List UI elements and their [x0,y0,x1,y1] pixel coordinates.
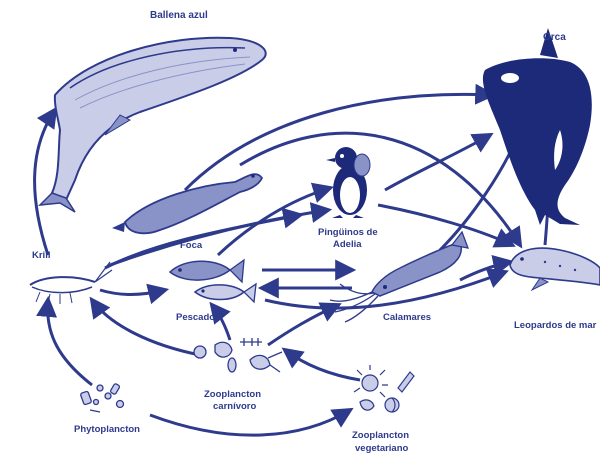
arrow-zooveg-to-zoocarn [285,350,360,380]
leopard-seal-icon [510,248,600,290]
phytoplankton-icon [80,383,123,412]
label-zooveg-line1: Zooplancton [352,430,409,441]
arrows-group [35,94,549,435]
label-zoocarn-line2: carnívoro [213,401,256,412]
label-pinguinos-line1: Pingüinos de [318,227,378,238]
arrow-krill-to-pescados [100,290,165,295]
fish-icon [170,260,256,302]
krill-icon [30,262,112,304]
arrow-zoocarn-to-krill [92,300,200,355]
arrow-krill-to-ballena [35,110,55,255]
penguin-icon [326,147,370,218]
label-calamares: Calamares [383,312,431,323]
arrow-phyto-to-krill [48,300,92,385]
arrow-calamares-to-leopardos [460,262,510,280]
arrow-phyto-to-zooveg [150,410,350,435]
label-phyto: Phytoplancton [74,424,140,435]
orca-icon [483,28,592,225]
label-krill: Krill [32,250,50,261]
label-zooveg-line2: vegetariano [355,443,409,454]
label-foca: Foca [180,240,203,251]
arrow-zoocarn-to-calamares [268,305,338,345]
herbivorous-zooplankton-icon [354,365,414,412]
label-ballena: Ballena azul [150,10,208,21]
label-zoocarn-line1: Zooplancton [204,389,261,400]
seal-icon [112,174,262,233]
label-orca: Orca [543,32,566,43]
label-pinguinos-line2: Adelia [333,239,362,250]
label-pescados: Pescados [176,312,220,323]
arrow-pinguinos-to-leopardos [378,205,512,245]
label-leopardos: Leopardos de mar [514,320,597,331]
arrow-foca-to-leopardos-arc [240,133,520,245]
